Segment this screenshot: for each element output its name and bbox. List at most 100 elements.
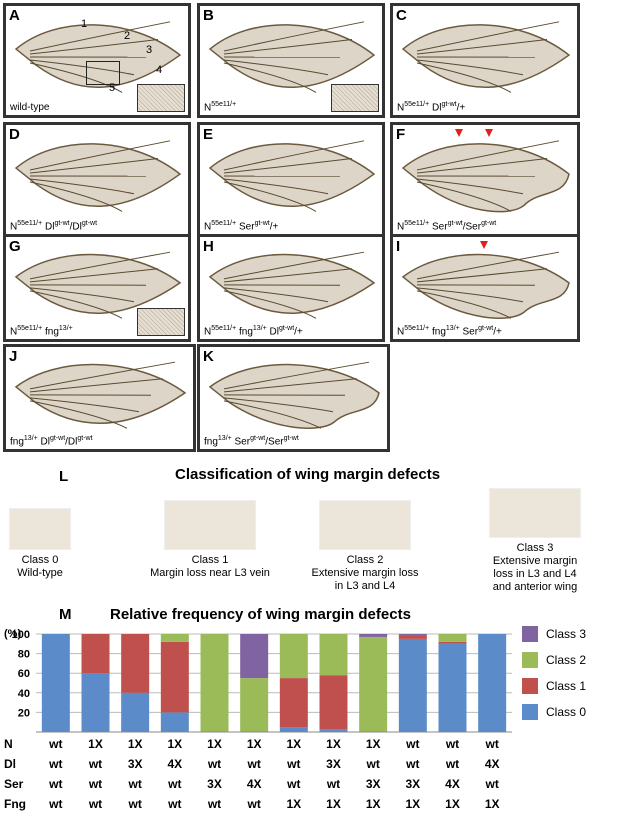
class-description: Extensive margin <box>492 555 578 567</box>
genotype-cell: wt <box>168 797 182 811</box>
genotype-label: N55e11/+ fng13/+ Sergt-wt/+ <box>397 324 502 337</box>
wing-vein <box>29 38 159 55</box>
bar-segment-class-3 <box>398 634 427 636</box>
bar-segment-class-2 <box>160 634 189 642</box>
wing-vein <box>416 251 560 280</box>
wing-image <box>14 251 182 319</box>
wing-vein <box>223 59 329 76</box>
genotype-cell: 3X <box>207 777 222 791</box>
class-wing-image <box>319 500 411 550</box>
vein-number: 3 <box>146 44 153 56</box>
class-name: Class 1 <box>191 554 229 566</box>
genotype-cell: wt <box>406 757 420 771</box>
legend-swatch <box>522 652 538 668</box>
genotype-cell: wt <box>128 777 142 791</box>
genotype-label: N55e11/+ Dlgt-wt/Dlgt-wt <box>10 219 98 232</box>
wing-image <box>208 140 376 212</box>
legend-item: Class 3 <box>522 626 586 642</box>
genotype-cell: wt <box>207 797 222 811</box>
bar-segment-class-2 <box>279 634 308 679</box>
genotype-label: N55e11/+ Sergt-wt/Sergt-wt <box>397 219 497 232</box>
panel-label: C <box>396 7 407 24</box>
bar-segment-class-1 <box>438 641 467 644</box>
genotype-cell: wt <box>128 797 142 811</box>
y-unit-label: (%) <box>4 628 22 640</box>
genotype-cell: 4X <box>445 777 460 791</box>
y-tick-label: 60 <box>18 668 30 680</box>
wing-blade <box>208 253 376 314</box>
genotype-label: N55e11/+ fng13/+ <box>10 324 73 337</box>
genotype-cell: 4X <box>246 777 262 791</box>
genotype-cell: 1X <box>286 797 302 811</box>
wing-vein <box>29 178 135 195</box>
panel-label: I <box>396 238 401 255</box>
wing-blade <box>14 24 182 88</box>
legend-label: Class 3 <box>546 627 587 641</box>
wing-blade <box>208 143 376 207</box>
bar-segment-class-3 <box>359 634 388 637</box>
wing-vein <box>223 21 365 52</box>
panel-label: G <box>9 238 21 255</box>
red-arrowhead-icon <box>480 241 488 249</box>
y-tick-label: 40 <box>18 688 30 700</box>
class-wing-image <box>164 500 256 550</box>
bar-segment-class-2 <box>200 634 229 732</box>
wing-vein <box>223 361 370 390</box>
vein-number: 5 <box>109 82 116 94</box>
wing-panel-c: C N55e11/+ Dlgt-wt/+ <box>390 3 580 118</box>
bar-segment-class-2 <box>319 634 348 676</box>
genotype-label: N55e11/+ fng13/+ Dlgt-wt/+ <box>204 324 303 337</box>
wing-vein <box>416 268 548 283</box>
wing-vein <box>29 400 128 429</box>
wing-panel-h: H N55e11/+ fng13/+ Dlgt-wt/+ <box>197 234 385 342</box>
panel-label-m: M <box>59 606 72 623</box>
bar-segment-class-3 <box>240 634 269 679</box>
genotype-cell: wt <box>485 777 499 791</box>
genotype-label: N55e11/+ Sergt-wt/+ <box>204 219 279 232</box>
genotype-cell: 4X <box>484 757 500 771</box>
genotype-cell: wt <box>366 757 380 771</box>
panel-label: B <box>203 7 214 24</box>
wing-vein <box>223 62 317 93</box>
genotype-cell: 3X <box>127 757 143 771</box>
wing-vein <box>223 268 353 283</box>
wing-blade <box>14 363 187 424</box>
genotype-label: fng13/+ Dlgt-wt/Dlgt-wt <box>10 434 93 447</box>
bar-segment-class-0 <box>279 727 308 732</box>
margin-bristle-inset <box>331 84 379 112</box>
panel-label: F <box>396 126 406 143</box>
panel-label: H <box>203 238 214 255</box>
wing-vein <box>29 287 135 303</box>
genotype-row-label: N <box>4 737 13 751</box>
genotype-label: N55e11/+ Dlgt-wt/+ <box>397 100 466 113</box>
genotype-cell: 3X <box>365 777 381 791</box>
wing-vein <box>416 21 560 52</box>
class-name: Class 0 <box>21 554 59 566</box>
panel-label: D <box>9 126 20 143</box>
wing-vein <box>29 251 171 280</box>
wing-blade <box>14 143 182 207</box>
legend-label: Class 0 <box>546 705 587 719</box>
panel-label: J <box>9 348 18 365</box>
legend-item: Class 2 <box>522 652 586 668</box>
bar-segment-class-0 <box>319 729 348 732</box>
wing-vein <box>223 287 329 303</box>
genotype-cell: wt <box>445 757 460 771</box>
wing-vein <box>223 178 329 195</box>
genotype-cell: 1X <box>365 797 381 811</box>
wing-image <box>14 21 182 93</box>
genotype-cell: wt <box>326 777 341 791</box>
wing-image <box>208 361 380 429</box>
wing-panel-i: I N55e11/+ fng13/+ Sergt-wt/+ <box>390 234 580 342</box>
wing-vein <box>416 140 560 171</box>
wing-vein <box>29 59 135 76</box>
wing-vein <box>223 181 317 212</box>
wing-blade <box>401 143 570 213</box>
wing-image <box>208 21 376 93</box>
genotype-cell: wt <box>445 737 460 751</box>
genotype-cell: wt <box>485 737 499 751</box>
